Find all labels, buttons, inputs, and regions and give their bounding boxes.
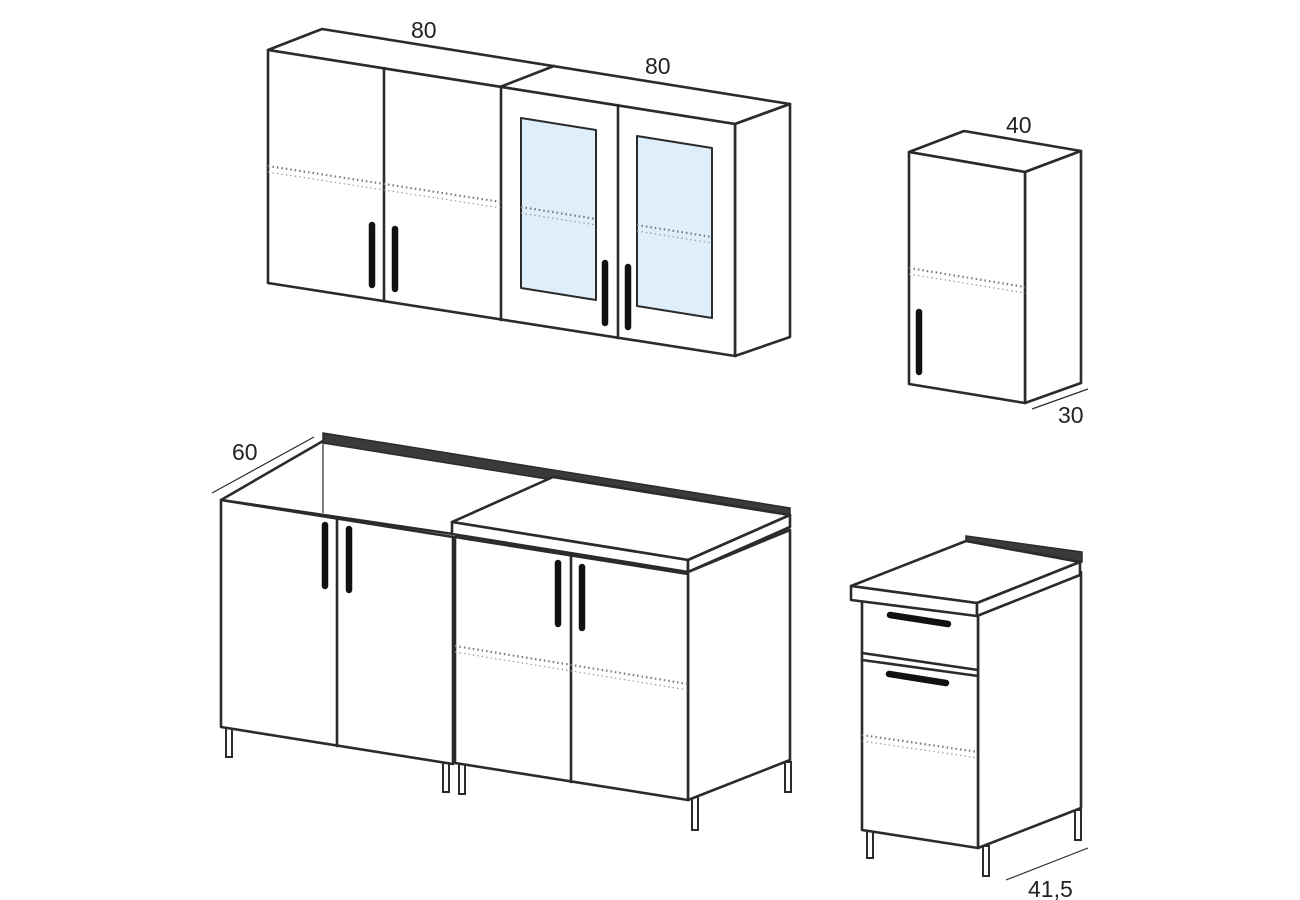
- cabinet-leg: [982, 845, 990, 877]
- shelf-line-glass-left-2: [520, 212, 597, 226]
- drawer-base-unit: 41,5: [849, 535, 1089, 900]
- single-wall-cabinet: 40 30: [907, 112, 1089, 428]
- single-cabinet-side: [1023, 149, 1083, 405]
- upper-cabinets-top-divider: [498, 64, 556, 89]
- shelf-line: [861, 733, 979, 754]
- cabinet-leg: [866, 829, 874, 859]
- shelf-line-glass-right-2: [636, 230, 713, 244]
- cabinet-leg: [225, 726, 233, 758]
- depth-dimension-line: [1031, 388, 1089, 410]
- depth-dimension-line: [211, 436, 315, 494]
- glass-panel-left: [520, 117, 597, 301]
- shelf-line: [454, 644, 689, 686]
- glass-panel-right: [636, 135, 713, 319]
- drawer-unit-front: [860, 598, 980, 850]
- shelf-line: [454, 651, 689, 691]
- drawer-divider: [860, 651, 980, 672]
- drawer-handle: [886, 611, 952, 628]
- cabinet-leg: [1074, 809, 1082, 841]
- countertop-side-edge: [686, 513, 792, 574]
- shelf-line-upper-left-2: [267, 171, 502, 209]
- base-unit-side: [686, 528, 792, 802]
- dimension-label: 41,5: [1028, 876, 1073, 900]
- drawer-unit-side: [976, 570, 1083, 850]
- base-cabinets: 60: [211, 432, 792, 831]
- cabinet-leg: [691, 795, 699, 831]
- shelf-line-glass-right: [636, 223, 713, 239]
- cabinet-leg: [784, 761, 792, 793]
- dimension-label: 60: [232, 439, 258, 465]
- cabinet-leg: [442, 759, 450, 793]
- shelf-line-upper-left: [267, 164, 502, 204]
- drawer-divider: [860, 658, 980, 678]
- cabinet-leg: [458, 761, 466, 795]
- shelf-line: [908, 266, 1026, 289]
- depth-dimension-line: [1005, 847, 1089, 881]
- dimension-label: 80: [645, 53, 671, 79]
- dimension-label: 80: [411, 17, 437, 43]
- upper-wall-cabinets: 80 80: [266, 17, 792, 358]
- drawer-handle: [885, 670, 950, 687]
- shelf-line: [908, 273, 1026, 294]
- dimension-label: 40: [1006, 112, 1032, 138]
- upper-cabinets-side: [733, 102, 792, 358]
- shelf-line-glass-left: [520, 205, 597, 221]
- countertop-side-edge: [975, 560, 1082, 618]
- dimension-label: 30: [1058, 402, 1084, 428]
- shelf-line: [861, 740, 979, 759]
